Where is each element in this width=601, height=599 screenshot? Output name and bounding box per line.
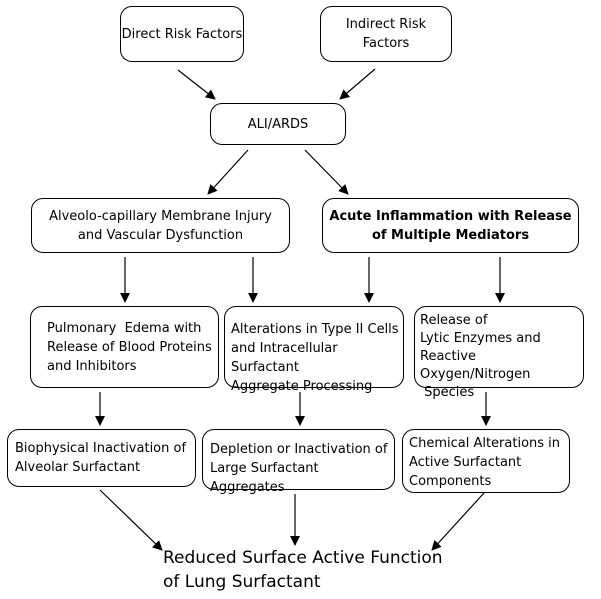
- pulmonary-edema-line-2: Release of Blood Proteins: [47, 340, 212, 355]
- chemical-alterations-line-3: Components: [409, 474, 492, 489]
- biophysical-inactivation-line-2: Alveolar Surfactant: [15, 460, 141, 475]
- pulmonary-edema-line-3: and Inhibitors: [47, 359, 137, 374]
- lytic-enzymes-node: Release of Lytic Enzymes and Reactive Ox…: [414, 306, 584, 400]
- indirect-risk-factors-label: Indirect Risk Factors: [345, 17, 427, 51]
- acute-inflammation-line-2: of Multiple Mediators: [371, 227, 530, 243]
- membrane-injury-line-1: Alveolo-capillary Membrane Injury: [49, 208, 272, 224]
- chemical-alterations-node: Chemical Alterations in Active Surfactan…: [402, 429, 570, 493]
- outcome-line-2: of Lung Surfactant: [163, 572, 321, 592]
- lytic-enzymes-line-2: Lytic Enzymes and: [420, 331, 541, 346]
- biophysical-inactivation-line-1: Biophysical Inactivation of: [15, 441, 187, 456]
- direct-risk-factors-node: Direct Risk Factors: [120, 6, 244, 62]
- acute-inflammation-node: Acute Inflammation with Release of Multi…: [322, 198, 579, 253]
- type-ii-cells-line-3: Aggregate Processing: [231, 379, 373, 394]
- arrow-chemical-to-final: [431, 492, 485, 551]
- lytic-enzymes-line-1: Release of: [420, 313, 488, 328]
- arrow-direct-to-ali: [177, 69, 216, 100]
- arrow-ali-to-inflammation: [304, 149, 349, 195]
- indirect-risk-factors-node: Indirect Risk Factors: [320, 6, 452, 62]
- chemical-alterations-line-2: Active Surfactant: [409, 455, 522, 470]
- depletion-inactivation-node: Depletion or Inactivation of Large Surfa…: [202, 429, 395, 495]
- ali-ards-node: ALI/ARDS: [210, 103, 346, 145]
- membrane-injury-node: Alveolo-capillary Membrane Injury and Va…: [31, 198, 290, 253]
- ali-ards-label: ALI/ARDS: [247, 116, 309, 132]
- depletion-inactivation-line-2: Large Surfactant Aggregates: [210, 461, 319, 495]
- depletion-inactivation-line-1: Depletion or Inactivation of: [210, 442, 388, 457]
- reduced-surface-function-outcome: Reduced Surface Active Function of Lung …: [163, 546, 443, 594]
- type-ii-cells-node: Alterations in Type II Cells and Intrace…: [224, 306, 404, 394]
- pulmonary-edema-line-1: Pulmonary Edema with: [47, 321, 202, 336]
- arrow-ali-to-membrane: [207, 149, 249, 195]
- chemical-alterations-line-1: Chemical Alterations in: [409, 436, 561, 451]
- type-ii-cells-line-2: and Intracellular Surfactant: [231, 341, 338, 375]
- acute-inflammation-line-1: Acute Inflammation with Release: [329, 208, 572, 224]
- membrane-injury-line-2: and Vascular Dysfunction: [77, 227, 244, 243]
- lytic-enzymes-line-4: Species: [420, 385, 475, 400]
- arrow-biophysical-to-final: [99, 489, 163, 551]
- lytic-enzymes-line-3: Reactive Oxygen/Nitrogen: [420, 349, 531, 382]
- direct-risk-factors-label: Direct Risk Factors: [121, 26, 243, 42]
- biophysical-inactivation-node: Biophysical Inactivation of Alveolar Sur…: [7, 429, 196, 487]
- type-ii-cells-line-1: Alterations in Type II Cells: [231, 322, 399, 337]
- outcome-line-1: Reduced Surface Active Function: [163, 548, 443, 568]
- arrow-indirect-to-ali: [339, 68, 376, 100]
- pulmonary-edema-node: Pulmonary Edema with Release of Blood Pr…: [30, 306, 219, 388]
